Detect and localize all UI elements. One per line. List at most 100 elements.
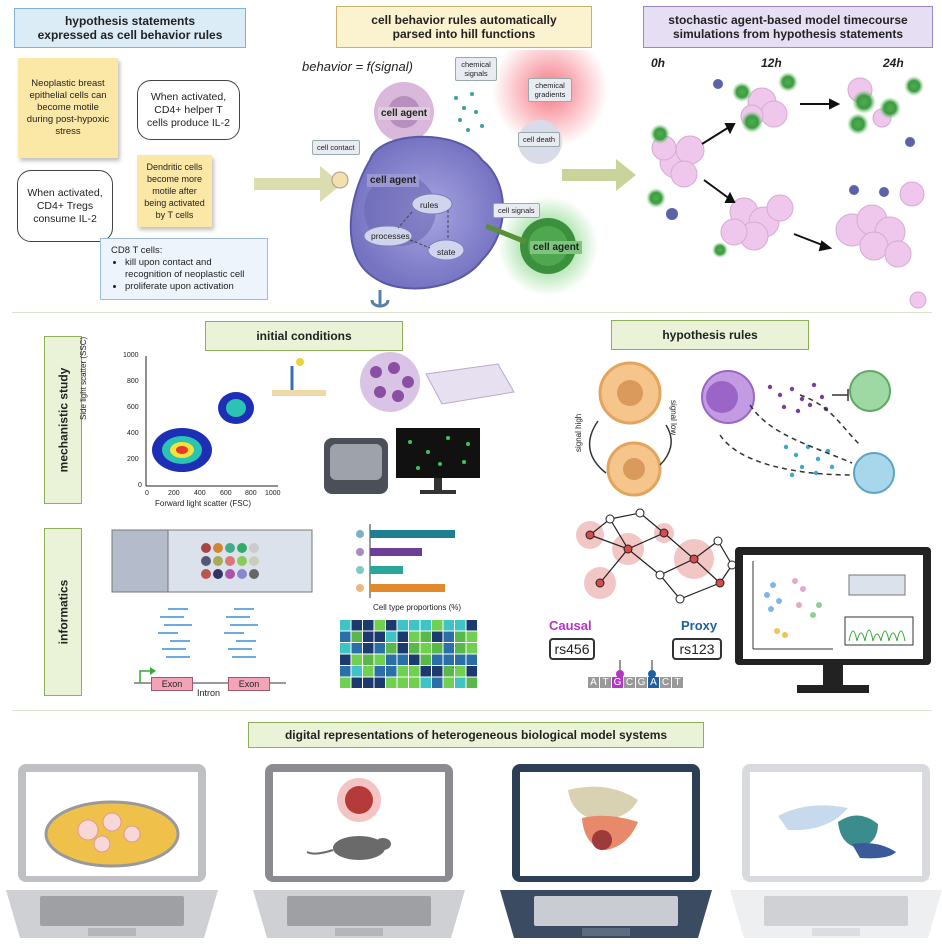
label-processes: processes [371, 231, 410, 241]
heatmap-cell [351, 666, 362, 677]
network-graph [576, 508, 737, 604]
heatmap-cell [420, 631, 431, 642]
heatmap-cell [351, 643, 362, 654]
flow-ytick: 600 [127, 404, 139, 411]
heatmap-cell [386, 620, 397, 631]
heatmap-cell [466, 620, 477, 631]
heatmap-cell [340, 666, 351, 677]
heatmap-cell [374, 620, 385, 631]
base: T [672, 677, 683, 688]
heatmap-cell [466, 643, 477, 654]
rs-proxy-box: rs123 [672, 638, 722, 660]
heatmap-cell [420, 666, 431, 677]
heatmap-cell [455, 654, 466, 665]
heatmap-cell [409, 631, 420, 642]
heatmap-cell [420, 654, 431, 665]
heatmap-cell [374, 666, 385, 677]
heatmap-cell [466, 631, 477, 642]
causal-label: Causal [549, 618, 592, 633]
flow-ytick: 1000 [123, 352, 139, 359]
speech-bubble-cd4-tregs: When activated, CD4+ Tregs consume IL-2 [17, 170, 113, 242]
dna-sequence: A T G C G A C T [588, 677, 683, 688]
heatmap-cell [466, 677, 477, 688]
flow-ytick: 800 [127, 378, 139, 385]
heatmap-cell [432, 643, 443, 654]
flow-xlabel: Forward light scatter (FSC) [155, 499, 252, 508]
initial-conditions-header: initial conditions [205, 321, 403, 351]
heatmap-cell [363, 654, 374, 665]
label-rules: rules [420, 200, 439, 210]
heatmap-cell [363, 677, 374, 688]
hypothesis-rules-graphic [588, 361, 895, 497]
reads-alignment [134, 608, 286, 684]
analysis-monitor [735, 547, 931, 693]
sticky-note-neoplastic: Neoplastic breast epithelial cells can b… [18, 58, 118, 158]
heatmap-cell [455, 666, 466, 677]
heatmap-cell [386, 666, 397, 677]
heatmap-cell [397, 654, 408, 665]
label-state: state [437, 247, 456, 257]
heatmap-cell [409, 677, 420, 688]
heatmap-cell [397, 631, 408, 642]
heatmap-cell [386, 654, 397, 665]
tag-chemical-gradients: chemical gradients [528, 78, 572, 102]
flow-ytick: 200 [127, 456, 139, 463]
heatmap-cell [466, 666, 477, 677]
base: C [624, 677, 635, 688]
heatmap-cell [340, 677, 351, 688]
heatmap-cell [443, 677, 454, 688]
tag-chemical-signals: chemical signals [455, 57, 497, 81]
flow-xtick: 800 [245, 490, 257, 497]
signal-low-label: signal low [669, 400, 678, 436]
tag-cell-signals: cell signals [493, 203, 540, 218]
heatmap-cell [432, 620, 443, 631]
tag-cell-contact: cell contact [312, 140, 360, 155]
heatmap-cell [397, 643, 408, 654]
rs-causal-box: rs456 [549, 638, 595, 660]
proportion-bar [370, 530, 455, 538]
flow-ylabel: Side light scatter (SSC) [79, 336, 88, 420]
laptop-organs [500, 764, 712, 938]
proportion-bar [370, 584, 445, 592]
heatmap-cell [432, 631, 443, 642]
heatmap-cell [420, 643, 431, 654]
laptop-brain [730, 764, 942, 938]
heatmap-cell [386, 677, 397, 688]
intron-label: Intron [197, 688, 221, 698]
flow-xtick: 600 [220, 490, 232, 497]
heatmap-cell [340, 620, 351, 631]
heatmap-cell [386, 643, 397, 654]
proportions-chart [356, 524, 455, 598]
heatmap-cell [340, 654, 351, 665]
heatmap-cell [432, 654, 443, 665]
heatmap-cell [420, 677, 431, 688]
heatmap-cell [363, 631, 374, 642]
divider-top [12, 312, 932, 313]
heatmap-cell [455, 677, 466, 688]
time-label: 12h [761, 56, 782, 70]
hypothesis-header: hypothesis statements expressed as cell … [14, 8, 246, 48]
proxy-label: Proxy [681, 618, 718, 633]
heatmap-cell [397, 666, 408, 677]
laptop-mouse-tumor [253, 764, 465, 938]
proportions-xlabel: Cell type proportions (%) [373, 603, 462, 612]
category-icon [356, 548, 364, 556]
heatmap-cell [409, 643, 420, 654]
heatmap-cell [363, 643, 374, 654]
heatmap-cell [351, 631, 362, 642]
arrow-to-simulation [562, 159, 636, 191]
flow-xtick: 400 [194, 490, 206, 497]
base: A [648, 677, 659, 688]
label-cell-agent-main: cell agent [367, 174, 420, 187]
heatmap-cell [466, 654, 477, 665]
category-icon [356, 530, 364, 538]
heatmap-cell [409, 654, 420, 665]
heatmap-cell [397, 620, 408, 631]
proportion-bar [370, 566, 403, 574]
category-icon [356, 584, 364, 592]
heatmap-cell [363, 666, 374, 677]
sticky-note-dendritic: Dendritic cells become more motile after… [137, 155, 212, 227]
snp-connectors [616, 660, 656, 678]
heatmap-cell [374, 654, 385, 665]
note-item: kill upon contact and recognition of neo… [125, 257, 257, 281]
